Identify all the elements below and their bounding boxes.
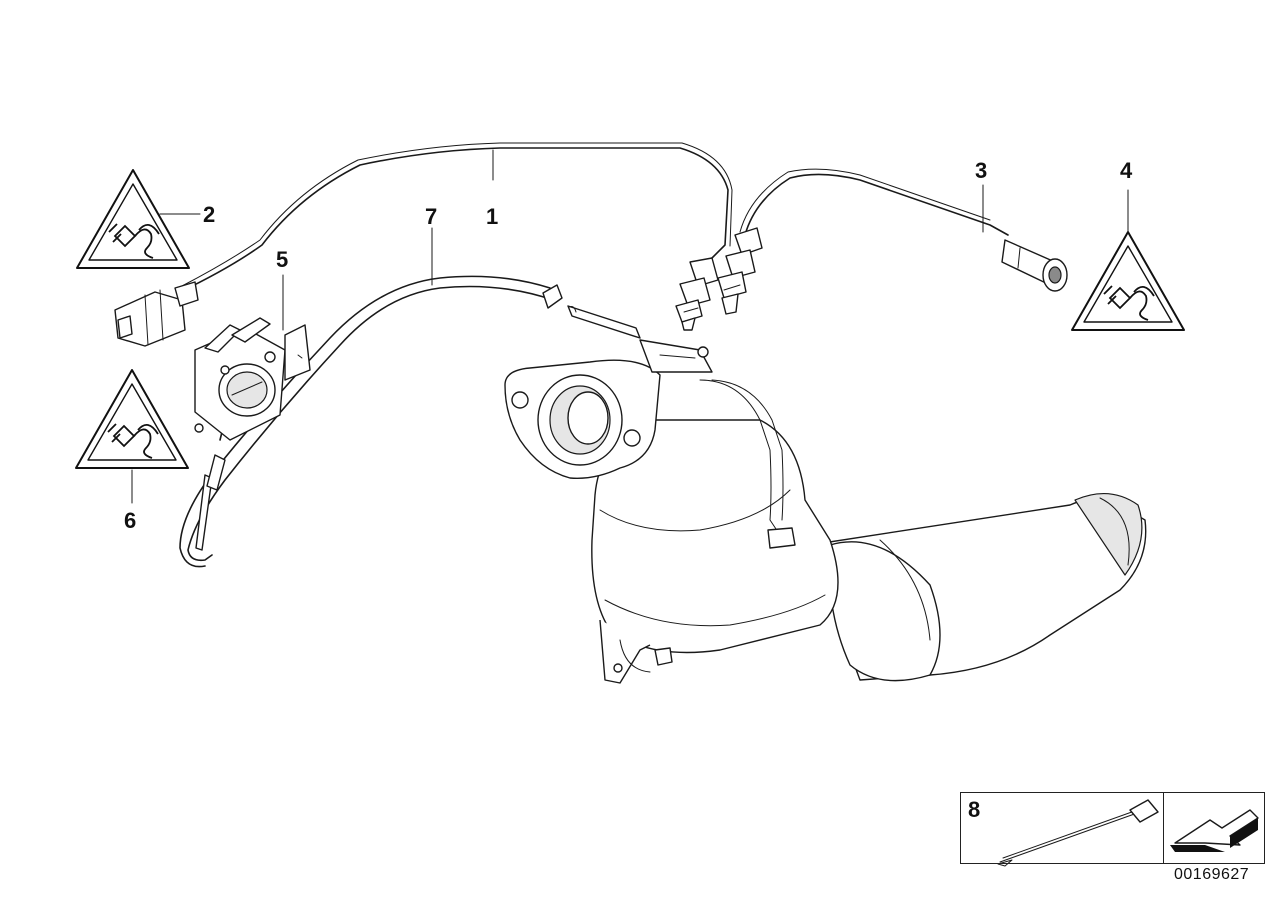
oxygen-sensor-1 [675,257,719,331]
warning-triangle-2 [76,169,201,269]
callout-2: 2 [203,202,215,227]
callout-7: 7 [425,204,437,229]
oxygen-sensor-2 [717,168,1009,315]
pressure-sensor [194,317,311,441]
exhaust-pipe [809,492,1147,682]
electrical-plug-warning-triangle-icon [75,369,189,469]
callout-5: 5 [276,247,288,272]
callout-4: 4 [1120,158,1133,183]
leader-lines [282,149,984,331]
cable-tie [997,799,1159,867]
callout-1: 1 [486,204,498,229]
callout-3: 3 [975,158,987,183]
legend-box [960,792,1265,864]
pressure-pipe [567,305,641,339]
callout-8: 8 [968,797,981,822]
image-id: 00169627 [1174,866,1250,883]
catalytic-converter [591,379,839,684]
electrical-plug-warning-triangle-icon [1071,231,1185,331]
warning-triangle-6 [75,369,189,504]
sensor-connector-3 [1001,239,1068,292]
exhaust-flange [504,339,713,479]
wire-plug-connector [114,281,199,347]
oxygen-sensor-wire-1 [179,142,733,293]
electrical-plug-warning-triangle-icon [76,169,190,269]
legend-divider [1163,792,1164,864]
callout-6: 6 [124,508,136,533]
warning-triangle-4 [1071,189,1185,331]
installation-arrow-icon [1170,809,1259,852]
